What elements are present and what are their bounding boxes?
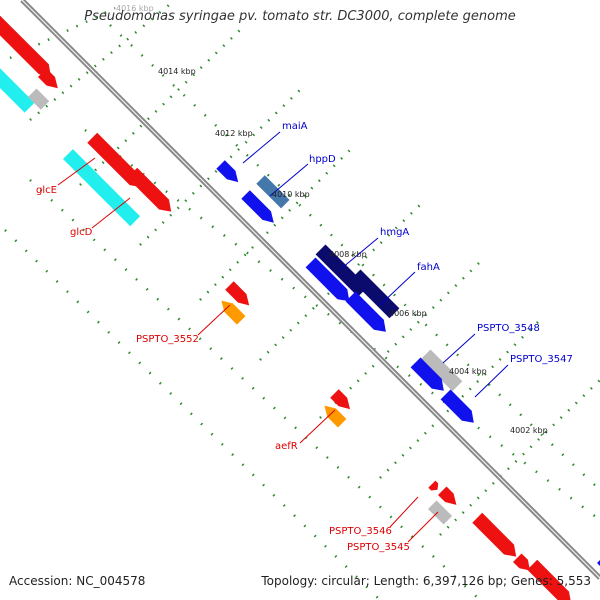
gene-navy-hmgA — [315, 244, 368, 297]
gene-label-aefR[interactable]: aefR — [275, 441, 298, 452]
scale-line-2 — [79, 29, 241, 186]
gene-navy-fahA — [350, 269, 400, 319]
gene-gray-3548 — [420, 349, 463, 392]
scale-label-4008: 4008 kbp — [329, 250, 367, 259]
gene-blue-end — [597, 560, 600, 566]
gene-label-PSPTO_3548[interactable]: PSPTO_3548 — [477, 323, 540, 334]
scale-label-4010: 4010 kbp — [272, 190, 310, 199]
gene-cyan-glcE — [63, 149, 141, 227]
gene-label-glcE[interactable]: glcE — [36, 185, 57, 196]
gene-label-PSPTO_3545[interactable]: PSPTO_3545 — [347, 542, 410, 553]
leader-maiA — [242, 131, 281, 164]
gene-red-small-top — [38, 68, 58, 89]
genome-backbone — [20, 0, 600, 580]
scale-label-4002: 4002 kbp — [510, 426, 548, 435]
leader-hppD — [269, 163, 309, 197]
gene-label-glcD[interactable]: glcD — [70, 227, 93, 238]
scale-diagonal-1 — [29, 179, 481, 600]
gene-blue-hppD — [241, 190, 274, 223]
scale-label-4012: 4012 kbp — [215, 129, 253, 138]
backbone-inner — [21, 0, 600, 579]
gene-blue-3547 — [440, 389, 474, 423]
gene-label-PSPTO_3546[interactable]: PSPTO_3546 — [329, 526, 392, 537]
leader-hmgA — [341, 237, 379, 269]
leader-fahA — [379, 271, 416, 306]
leader-PSPTO_3548 — [442, 333, 476, 364]
leader-PSPTO_3547 — [474, 364, 509, 398]
gene-red-end — [527, 559, 571, 600]
scale-dotted-lines — [4, 0, 600, 600]
scale-line-1 — [29, 0, 176, 121]
gene-blue-maiA — [216, 160, 239, 183]
gene-red-top-a — [0, 15, 51, 77]
gene-orange-3552 — [221, 300, 246, 325]
gene-blue-hmgA — [305, 257, 350, 302]
leader-aefR — [299, 409, 336, 444]
gene-label-PSPTO_3547[interactable]: PSPTO_3547 — [510, 354, 573, 365]
gene-red-3546 — [438, 486, 457, 505]
gene-label-hppD[interactable]: hppD — [309, 154, 336, 165]
scale-label-4014: 4014 kbp — [158, 67, 196, 76]
gene-label-hmgA[interactable]: hmgA — [380, 227, 409, 238]
gene-steel-hppD — [256, 175, 290, 209]
scale-label-4006: 4006 kbp — [389, 309, 427, 318]
gene-label-maiA[interactable]: maiA — [282, 121, 308, 132]
gene-gray-3546 — [428, 500, 453, 525]
gene-red-3545 — [472, 512, 517, 557]
gene-label-fahA[interactable]: fahA — [417, 262, 440, 273]
gene-red-aefR — [330, 389, 350, 410]
gene-red-glcE — [87, 132, 142, 188]
scale-label-4004: 4004 kbp — [449, 367, 487, 376]
gene-orange-aefR — [324, 405, 347, 428]
topology-text: Topology: circular; Length: 6,397,126 bp… — [261, 574, 591, 588]
gene-gray-top — [28, 88, 50, 110]
gene-label-PSPTO_3552[interactable]: PSPTO_3552 — [136, 334, 199, 345]
leader-glcE — [57, 157, 96, 186]
map-title: Pseudomonas syringae pv. tomato str. DC3… — [84, 9, 516, 24]
label-leader-lines — [57, 131, 509, 543]
scale-label-4016: 4016 kbp — [116, 4, 154, 13]
gene-blue-fahA — [345, 291, 386, 332]
gene-red-glcD — [127, 167, 172, 212]
scale-diagonal-3 — [4, 229, 381, 600]
gene-red-3552 — [225, 281, 250, 306]
leader-glcD — [91, 197, 131, 229]
gene-blue-3548 — [410, 357, 444, 391]
leader-PSPTO_3545 — [407, 511, 439, 543]
gene-red-small-3545 — [513, 553, 530, 571]
gene-cyan-top — [0, 68, 35, 113]
leader-PSPTO_3552 — [197, 304, 231, 336]
accession-text: Accession: NC_004578 — [9, 574, 146, 588]
gene-red-tiny-3546 — [428, 480, 439, 491]
leader-PSPTO_3546 — [389, 496, 419, 528]
gene-features — [0, 15, 600, 600]
